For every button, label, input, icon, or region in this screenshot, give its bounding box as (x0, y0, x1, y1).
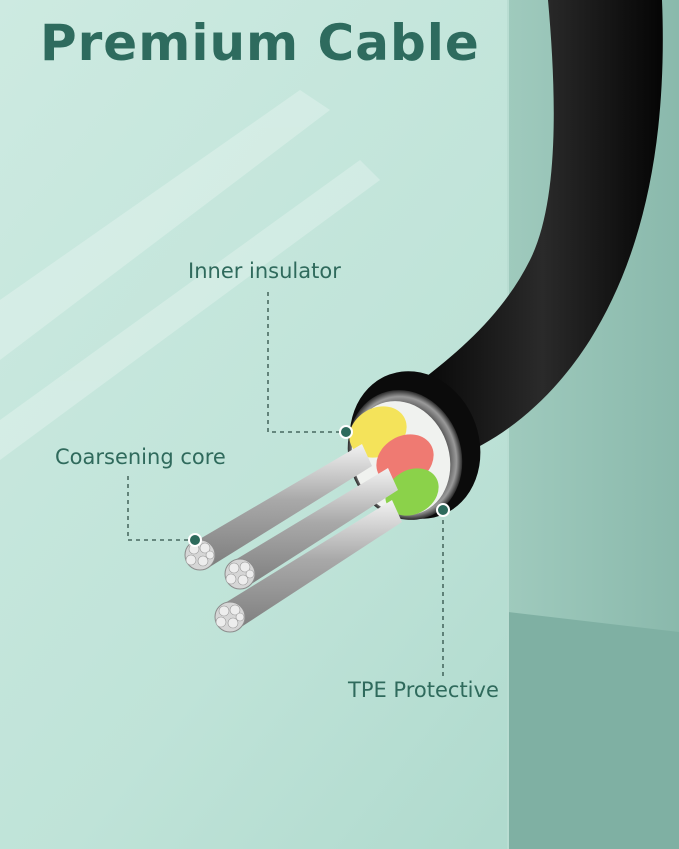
tpe-protective-label: TPE Protective (348, 678, 499, 702)
leader-dots (188, 425, 450, 547)
coarsening-core-label: Coarsening core (55, 445, 226, 469)
light-streaks (0, 90, 380, 460)
wall-shelf (508, 612, 679, 849)
wire-bottom (214, 500, 402, 633)
coarsening-core-dot (188, 533, 202, 547)
wire-middle (224, 468, 398, 590)
coarsening-core-leader (127, 476, 192, 541)
leader-lines (127, 292, 444, 676)
inner-insulator-label: Inner insulator (188, 259, 341, 283)
page-title: Premium Cable (40, 14, 480, 72)
cable-jacket (395, 0, 663, 458)
inner-insulator-dot (339, 425, 353, 439)
tpe-protective-dot (436, 503, 450, 517)
green-insulator (385, 468, 439, 516)
inner-insulator-leader (267, 292, 344, 433)
